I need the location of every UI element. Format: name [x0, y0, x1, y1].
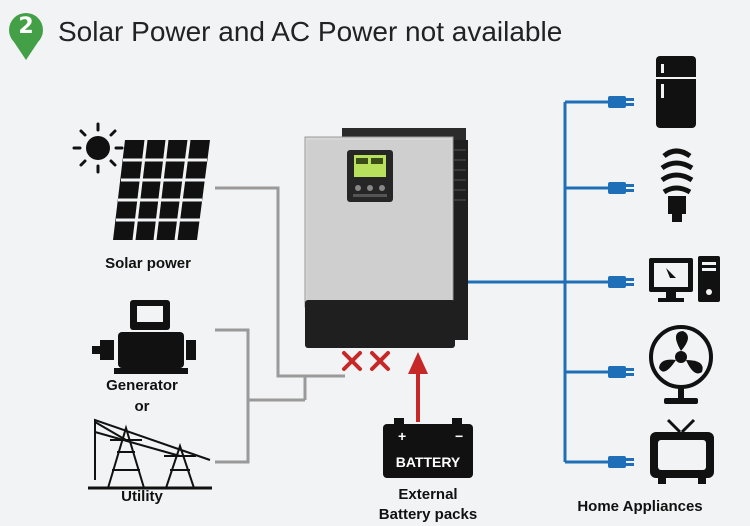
- tv-icon: [650, 418, 714, 484]
- utility-tower-icon: [88, 418, 212, 490]
- external-battery-label-line2: Battery packs: [378, 506, 478, 523]
- generator-icon: [92, 300, 196, 374]
- generator-label: Generator: [106, 377, 178, 394]
- computer-icon: [649, 256, 720, 302]
- external-battery-label-line1: External: [398, 486, 458, 503]
- battery-icon: + −: [383, 418, 473, 478]
- solar-power-label: Solar power: [105, 255, 191, 272]
- step-badge: [9, 12, 44, 61]
- output-wires: [468, 100, 610, 464]
- solar-power-icon: [72, 122, 210, 241]
- unavailable-marks: [342, 351, 390, 371]
- cross-mark-ac: [370, 351, 390, 371]
- light-bulb-icon: [660, 148, 694, 222]
- svg-text:+: +: [398, 428, 406, 444]
- plug-icons: [608, 96, 634, 468]
- ac-wire-top: [215, 328, 305, 402]
- battery-to-inverter-arrow: [408, 352, 428, 422]
- step-number: 2: [18, 14, 34, 39]
- utility-label: Utility: [121, 488, 163, 505]
- fan-icon: [649, 325, 713, 404]
- battery-box-text: BATTERY: [396, 454, 461, 470]
- inverter: [304, 128, 468, 348]
- page-title: Solar Power and AC Power not available: [58, 16, 563, 47]
- refrigerator-icon: [656, 56, 696, 128]
- svg-text:−: −: [455, 428, 463, 444]
- home-appliances-label: Home Appliances: [577, 498, 703, 515]
- cross-mark-solar: [342, 351, 362, 371]
- source-wires: [215, 186, 345, 464]
- ac-wire-bottom: [215, 400, 250, 464]
- or-label: or: [134, 398, 150, 415]
